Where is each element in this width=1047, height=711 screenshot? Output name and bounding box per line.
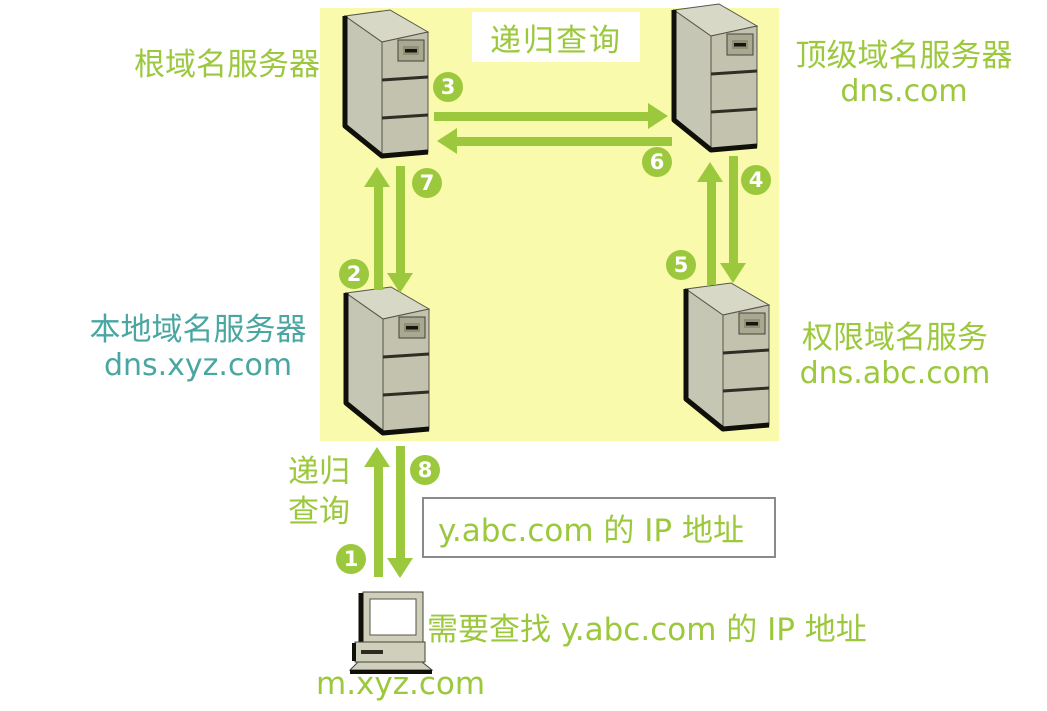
step-badge-1: 1 [336, 544, 366, 574]
step-badge-7: 7 [412, 168, 442, 198]
step-badge-3: 3 [433, 72, 463, 102]
side-query-line1: 递归 [288, 454, 350, 490]
root-server-label: 根域名服务器 [85, 47, 320, 83]
local-server-label: 本地域名服务器 dns.xyz.com [72, 312, 324, 384]
server-icon-local [343, 285, 431, 437]
client-hostname: m.xyz.com [316, 666, 486, 702]
server-icon-tld [671, 2, 759, 154]
arrow-head-down-icon [720, 263, 746, 283]
auth-server-label-text: 权限域名服务 [802, 320, 988, 356]
step-badge-6: 6 [642, 147, 672, 177]
server-icon-auth [683, 281, 771, 433]
arrow-line [434, 112, 650, 121]
tld-server-label: 顶级域名服务器 dns.com [778, 38, 1030, 110]
auth-server-hostname: dns.abc.com [799, 356, 991, 391]
arrow-line [396, 166, 405, 274]
answer-box-text: y.abc.com 的 IP 地址 [438, 513, 744, 549]
arrow-head-up-icon [364, 167, 390, 187]
arrow-head-left-icon [437, 128, 457, 154]
title-box: 递归查询 [472, 12, 640, 62]
side-query-label: 递归 查询 [283, 452, 355, 532]
step-badge-4: 4 [741, 165, 771, 195]
arrow-head-up-icon [364, 447, 390, 467]
client-caption: 需要查找 y.abc.com 的 IP 地址 [427, 612, 867, 648]
arrow-head-right-icon [648, 103, 668, 129]
arrow-line [457, 137, 672, 146]
answer-box: y.abc.com 的 IP 地址 [422, 497, 776, 558]
arrow-head-down-icon [387, 273, 413, 293]
arrow-head-down-icon [387, 558, 413, 578]
arrow-line [374, 186, 383, 290]
arrow-line [707, 181, 716, 285]
tld-server-hostname: dns.com [840, 74, 968, 109]
arrow-line [374, 466, 383, 577]
arrow-line [729, 156, 738, 264]
local-server-hostname: dns.xyz.com [103, 348, 293, 383]
server-icon-root [342, 8, 430, 160]
client-computer-icon [344, 589, 438, 675]
diagram-title: 递归查询 [490, 22, 622, 59]
arrow-head-up-icon [697, 162, 723, 182]
step-badge-8: 8 [410, 455, 440, 485]
arrow-line [396, 446, 405, 559]
side-query-line2: 查询 [288, 494, 350, 530]
root-server-label-text: 根域名服务器 [134, 47, 320, 83]
step-badge-5: 5 [666, 250, 696, 280]
tld-server-label-text: 顶级域名服务器 [795, 38, 1013, 74]
auth-server-label: 权限域名服务 dns.abc.com [770, 320, 1020, 392]
local-server-label-text: 本地域名服务器 [89, 312, 307, 348]
step-badge-2: 2 [339, 259, 369, 289]
